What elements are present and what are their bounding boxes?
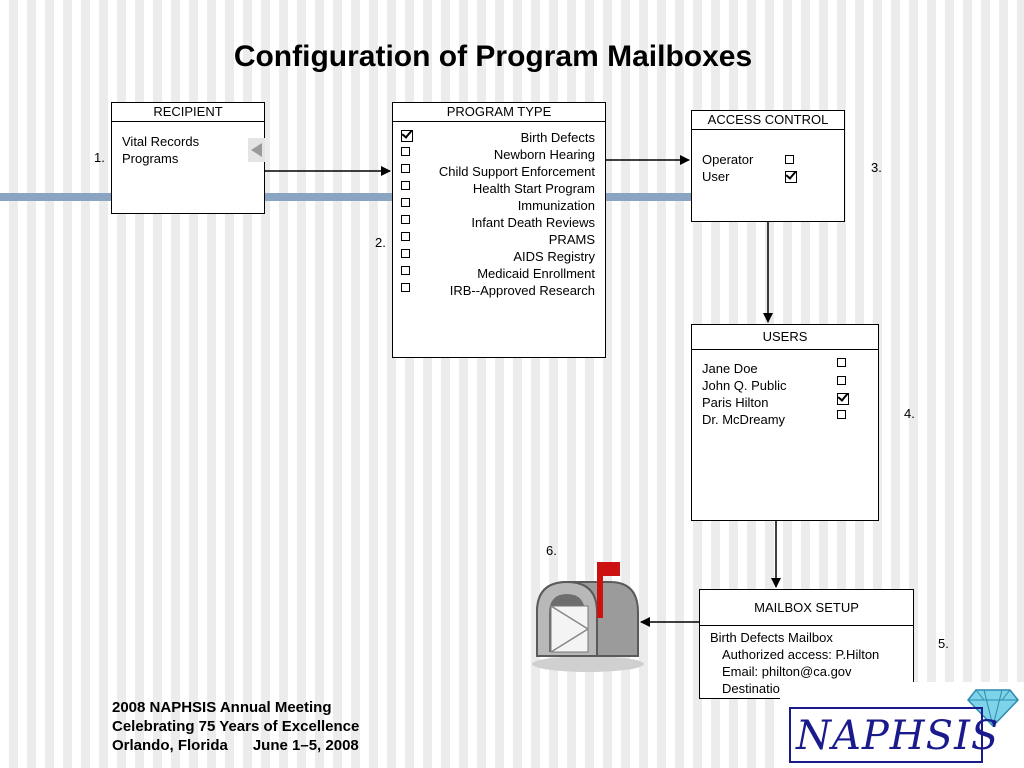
program-item-checkbox[interactable] bbox=[401, 147, 410, 156]
program-item-label: Newborn Hearing bbox=[493, 147, 595, 162]
user-paris-hilton: Paris Hilton bbox=[702, 395, 769, 410]
recipient-header: RECIPIENT bbox=[112, 103, 264, 122]
horizontal-band bbox=[0, 193, 778, 201]
envelope-icon bbox=[550, 605, 589, 653]
program-item-label: AIDS Registry bbox=[513, 249, 595, 264]
program-item-checkbox[interactable] bbox=[401, 249, 410, 258]
users-box: USERS Jane Doe John Q. Public Paris Hilt… bbox=[691, 324, 879, 521]
user-jane-doe-checkbox[interactable] bbox=[837, 358, 846, 367]
access-operator-checkbox[interactable] bbox=[785, 155, 794, 164]
program-item-label: PRAMS bbox=[548, 232, 595, 247]
mailbox-icon bbox=[532, 562, 644, 672]
step-number-6: 6. bbox=[546, 543, 557, 558]
program-item-label: Child Support Enforcement bbox=[438, 164, 595, 179]
users-header: USERS bbox=[692, 325, 878, 350]
naphsis-logo: NAPHSIS bbox=[780, 682, 1024, 768]
recipient-box: RECIPIENT Vital Records Programs bbox=[111, 102, 265, 214]
footer: 2008 NAPHSIS Annual Meeting Celebrating … bbox=[112, 698, 359, 755]
program-item-checkbox[interactable] bbox=[401, 164, 410, 173]
user-john-q-public-checkbox[interactable] bbox=[837, 376, 846, 385]
program-item-label: Birth Defects bbox=[520, 130, 595, 145]
program-item-checkbox[interactable] bbox=[401, 215, 410, 224]
program-item-checkbox[interactable] bbox=[401, 232, 410, 241]
program-item-checkbox[interactable] bbox=[401, 283, 410, 292]
access-operator-label: Operator bbox=[702, 152, 754, 167]
user-dr-mcdreamy-checkbox[interactable] bbox=[837, 410, 846, 419]
program-item-checkbox[interactable] bbox=[401, 266, 410, 275]
user-jane-doe: Jane Doe bbox=[702, 361, 758, 376]
program-item-checkbox[interactable] bbox=[401, 181, 410, 190]
step-number-5: 5. bbox=[938, 636, 949, 651]
scroll-left-arrow-icon[interactable] bbox=[248, 138, 265, 162]
program-item-label: Health Start Program bbox=[472, 181, 595, 196]
user-paris-hilton-checkbox[interactable] bbox=[837, 393, 849, 405]
step-number-2: 2. bbox=[375, 235, 386, 250]
access-user-checkbox[interactable] bbox=[785, 171, 797, 183]
step-number-3: 3. bbox=[871, 160, 882, 175]
program-item-checkbox[interactable] bbox=[401, 198, 410, 207]
user-john-q-public: John Q. Public bbox=[702, 378, 787, 393]
step-number-1: 1. bbox=[94, 150, 105, 165]
mailbox-setup-header: MAILBOX SETUP bbox=[700, 590, 913, 626]
mailbox-name: Birth Defects Mailbox bbox=[710, 630, 833, 645]
footer-line-2: Celebrating 75 Years of Excellence bbox=[112, 718, 360, 735]
program-type-header: PROGRAM TYPE bbox=[393, 103, 605, 122]
program-item-label: Infant Death Reviews bbox=[471, 215, 595, 230]
access-control-header: ACCESS CONTROL bbox=[692, 111, 844, 130]
program-item-checkbox[interactable] bbox=[401, 130, 413, 142]
mailbox-email: Email: philton@ca.gov bbox=[722, 664, 852, 679]
page-title: Configuration of Program Mailboxes bbox=[233, 40, 753, 73]
footer-line-3: Orlando, Florida June 1–5, 2008 bbox=[112, 737, 359, 754]
footer-line-1: 2008 NAPHSIS Annual Meeting bbox=[112, 699, 332, 716]
diamond-icon bbox=[789, 689, 1019, 763]
step-number-4: 4. bbox=[904, 406, 915, 421]
mailbox-authorized-access: Authorized access: P.Hilton bbox=[722, 647, 880, 662]
user-dr-mcdreamy: Dr. McDreamy bbox=[702, 412, 786, 427]
program-item-label: Medicaid Enrollment bbox=[477, 266, 595, 281]
program-item-label: IRB--Approved Research bbox=[449, 283, 595, 298]
naphsis-logo-text: NAPHSIS bbox=[796, 713, 1000, 759]
access-control-box: ACCESS CONTROL Operator User bbox=[691, 110, 845, 222]
access-user-label: User bbox=[702, 169, 730, 184]
program-item-label: Immunization bbox=[517, 198, 595, 213]
recipient-line-1: Vital Records bbox=[122, 134, 200, 149]
recipient-line-2: Programs bbox=[122, 151, 179, 166]
